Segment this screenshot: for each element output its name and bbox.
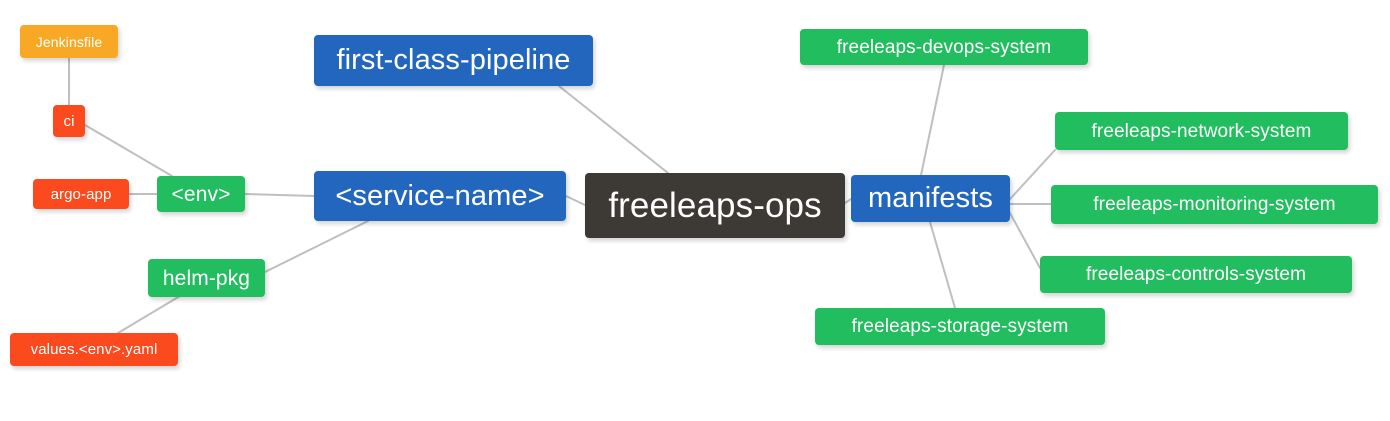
mindmap-node-label: values.<env>.yaml — [30, 341, 158, 358]
mindmap-edge — [117, 295, 181, 334]
mindmap-node-freeleaps-storage-system[interactable]: freeleaps-storage-system — [815, 308, 1105, 345]
mindmap-node-label: freeleaps-controls-system — [1085, 264, 1307, 285]
mindmap-edge — [558, 85, 669, 174]
mindmap-node-label: <env> — [171, 182, 231, 206]
mindmap-node-label: freeleaps-devops-system — [836, 36, 1052, 58]
mindmap-node-label: first-class-pipeline — [336, 44, 571, 76]
mindmap-node-freeleaps-controls-system[interactable]: freeleaps-controls-system — [1040, 256, 1352, 293]
mindmap-edge — [84, 124, 173, 177]
mindmap-node-label: Jenkinsfile — [35, 33, 103, 50]
mindmap-edge — [244, 193, 315, 197]
mindmap-node-service-name[interactable]: <service-name> — [314, 171, 566, 221]
mindmap-edge — [920, 64, 945, 176]
mindmap-node-env[interactable]: <env> — [157, 176, 245, 212]
mindmap-node-freeleaps-ops[interactable]: freeleaps-ops — [585, 173, 845, 238]
mindmap-edge — [929, 221, 956, 309]
mindmap-edge — [264, 220, 369, 273]
mindmap-node-label: ci — [63, 112, 75, 130]
mindmap-node-freeleaps-devops-system[interactable]: freeleaps-devops-system — [800, 29, 1088, 65]
mindmap-node-freeleaps-monitoring-system[interactable]: freeleaps-monitoring-system — [1051, 185, 1378, 224]
mindmap-node-manifests[interactable]: manifests — [851, 175, 1010, 222]
mindmap-node-helm-pkg[interactable]: helm-pkg — [148, 259, 265, 297]
mindmap-node-values-env-yaml[interactable]: values.<env>.yaml — [10, 333, 178, 366]
mindmap-node-label: helm-pkg — [162, 266, 251, 290]
mindmap-node-freeleaps-network-system[interactable]: freeleaps-network-system — [1055, 112, 1348, 150]
mindmap-node-label: freeleaps-ops — [608, 186, 822, 225]
mindmap-edge — [1009, 149, 1056, 200]
mindmap-node-label: freeleaps-monitoring-system — [1093, 194, 1336, 215]
mindmap-node-label: freeleaps-storage-system — [851, 316, 1069, 337]
mindmap-node-label: <service-name> — [335, 179, 545, 212]
mindmap-node-label: argo-app — [50, 185, 112, 203]
mindmap-node-label: freeleaps-network-system — [1091, 120, 1312, 142]
mindmap-edge — [1009, 212, 1041, 269]
mindmap-node-argo-app[interactable]: argo-app — [33, 179, 129, 209]
mindmap-edge — [565, 195, 586, 206]
mindmap-node-first-class-pipeline[interactable]: first-class-pipeline — [314, 35, 593, 86]
mindmap-node-ci[interactable]: ci — [53, 105, 85, 137]
mindmap-node-label: manifests — [868, 182, 993, 214]
mindmap-node-jenkinsfile[interactable]: Jenkinsfile — [20, 25, 118, 58]
